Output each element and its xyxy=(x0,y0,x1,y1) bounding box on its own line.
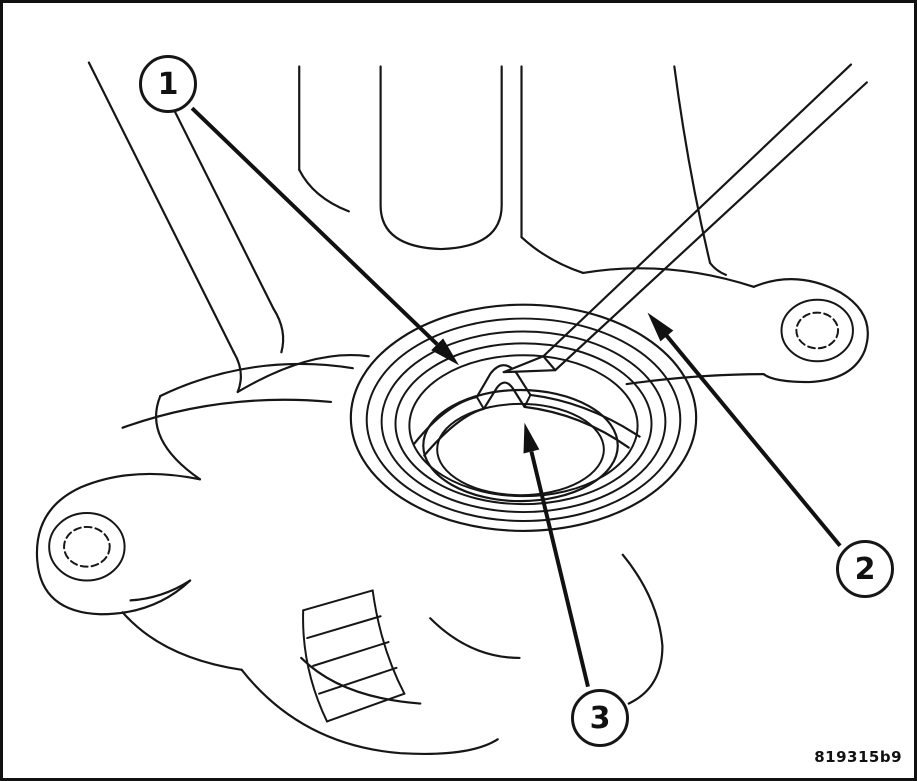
callout-3-leader xyxy=(529,451,590,688)
callout-2-label: 2 xyxy=(854,551,876,587)
callout-3-label: 3 xyxy=(589,700,611,736)
bore-threads xyxy=(349,303,698,533)
figure-code-label: 819315b9 xyxy=(814,748,902,766)
callout-arrows xyxy=(190,106,842,688)
callout-1-label: 1 xyxy=(157,66,179,102)
callout-2-arrowhead xyxy=(647,312,674,342)
callout-2-leader xyxy=(664,334,842,548)
callout-marker-3: 3 xyxy=(571,689,629,747)
pry-tool xyxy=(502,63,868,374)
casting-outline xyxy=(35,61,869,756)
callout-1-arrowhead xyxy=(431,338,459,366)
snap-ring xyxy=(413,364,641,457)
callout-marker-2: 2 xyxy=(836,540,894,598)
callout-1-leader xyxy=(190,106,439,346)
callout-3-arrowhead xyxy=(523,422,540,454)
technical-illustration xyxy=(35,61,869,756)
callout-marker-1: 1 xyxy=(139,55,197,113)
